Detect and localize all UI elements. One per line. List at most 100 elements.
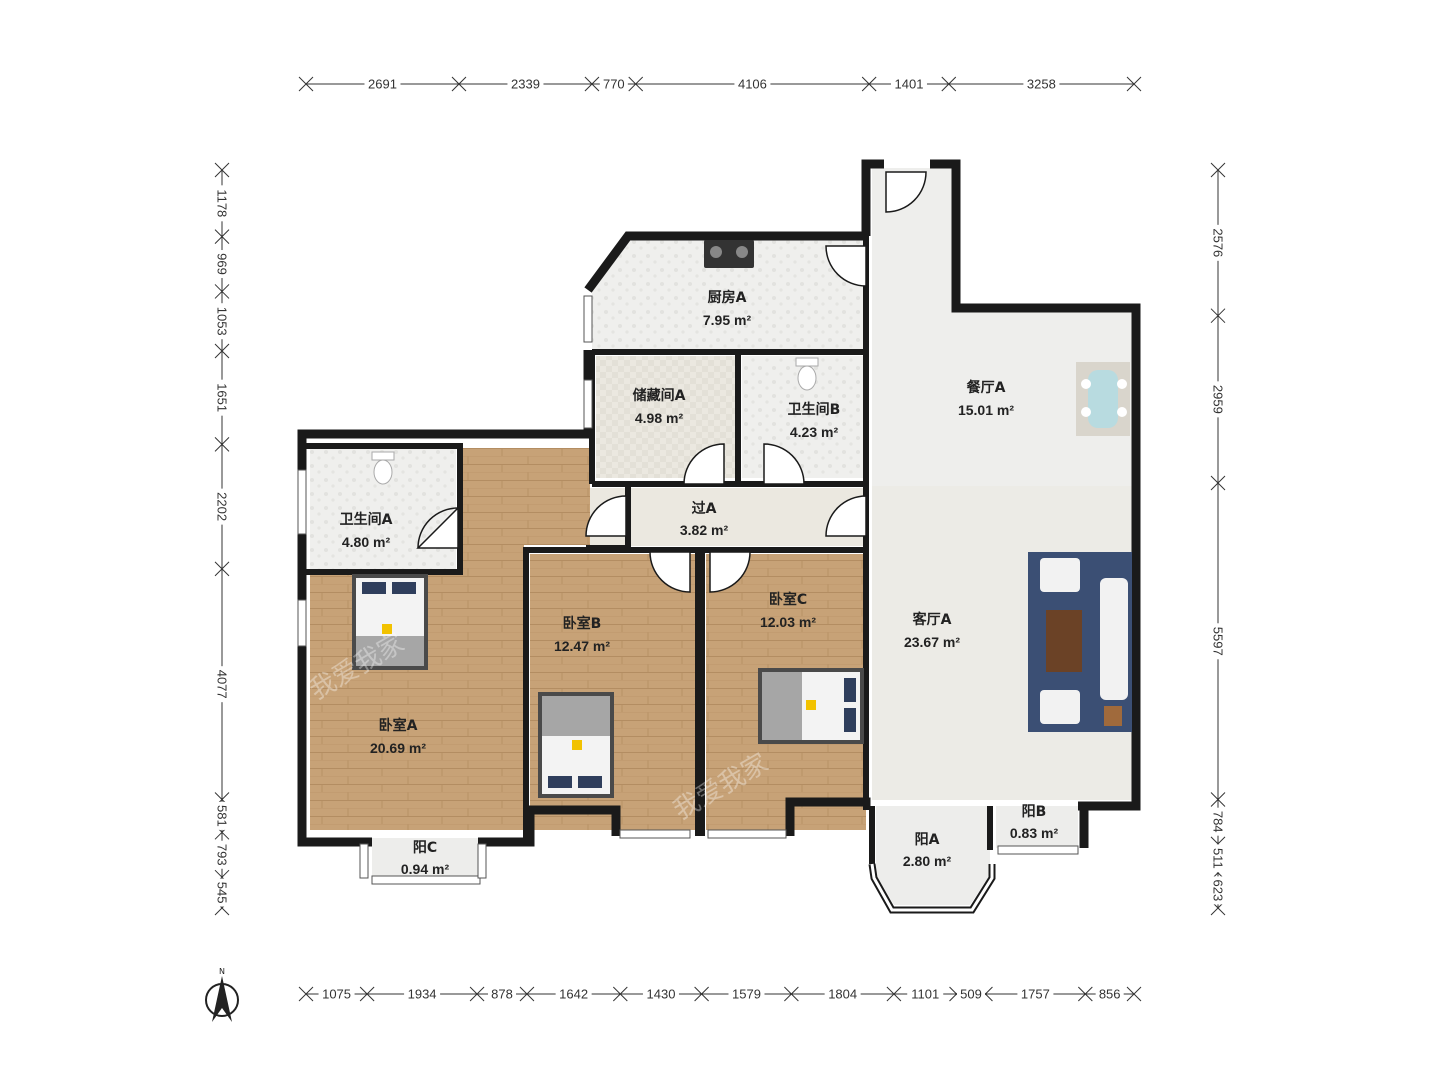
balcony-a-floor [876,806,990,905]
balcony-a-name: 阳A [915,832,940,848]
bath-b-name: 卫生间B [788,401,841,418]
dimension-label: 2691 [368,77,397,92]
door-bath-b [763,443,805,485]
door-entrance [885,171,927,213]
dimension-label: 509 [960,987,982,1002]
dimension-label: 5597 [1211,627,1226,656]
dimension-label: 1430 [647,987,676,1002]
living-area: 23.67 m² [904,634,960,650]
balcony-a-area: 2.80 m² [903,853,952,869]
furniture [352,240,1132,798]
dimension-label: 856 [1099,987,1121,1002]
dining-area: 15.01 m² [958,402,1014,418]
dimension-label: 1651 [215,383,230,412]
bed-a-area: 20.69 m² [370,740,426,756]
balcony-b-name: 阳B [1022,804,1047,820]
bath-a-name: 卫生间A [340,511,393,528]
dimension-label: 1757 [1021,987,1050,1002]
window-bed-c [707,829,787,839]
bed-c-area: 12.03 m² [760,614,816,630]
dimension-label: 1934 [408,987,437,1002]
dimension-label: 1401 [895,77,924,92]
dimension-label: 2339 [511,77,540,92]
window-balcony-b [997,845,1079,855]
kitchen-floor [592,240,866,350]
balcony-b-area: 0.83 m² [1010,825,1059,841]
bed-a-floor [310,448,590,830]
storage-name: 储藏间A [632,387,686,404]
dimension-label: 793 [215,844,230,866]
windows [297,295,1079,914]
dimension-label: 1101 [911,987,939,1002]
balcony-b-floor [996,806,1078,848]
dining-table-icon [1076,362,1130,436]
bath-b-area: 4.23 m² [790,424,839,440]
walls [297,159,1141,864]
window-balcony-c-right [477,843,487,879]
dimension-label: 545 [215,882,230,904]
doors [416,171,927,593]
dimension-label: 511 [1211,848,1226,869]
dining-floor [872,168,1132,486]
dimension-labels: 2691 2339 770 4106 1401 3258 1075 1934 878 1642 14… [214,76,1226,1002]
door-hall-right [825,495,867,537]
kitchen-name: 厨房A [708,289,747,306]
dimension-label: 4077 [215,670,230,699]
dimension-label: 770 [603,77,625,92]
door-bed-a [585,495,627,537]
toilet-icon [371,451,395,485]
bed-c-name: 卧室C [769,591,807,608]
door-kitchen [825,245,867,287]
door-storage [683,443,725,485]
room-labels: 厨房A 7.95 m² 储藏间A 4.98 m² 卫生间B 4.23 m² 餐厅… [340,289,1059,877]
dimension-label: 4106 [738,77,767,92]
dimension-label: 1053 [215,307,230,336]
dimension-label: 623 [1211,880,1226,902]
compass-icon: N [205,967,239,1022]
dimension-label: 1075 [322,987,351,1002]
window-kitchen [583,295,593,343]
balcony-c-name: 阳C [413,840,437,856]
balcony-c-area: 0.94 m² [401,861,450,877]
dimension-label: 969 [215,253,230,275]
bed-icon [352,574,428,670]
toilet-icon [795,357,819,391]
dimension-label: 1178 [215,189,230,217]
door-bath-a [416,506,459,549]
door-bed-c [709,551,751,593]
dimension-label: 878 [491,987,513,1002]
dimension-label: 2959 [1211,385,1226,414]
hall-name: 过A [692,500,717,517]
balcony-c-floor [372,838,478,878]
kitchen-area: 7.95 m² [703,312,752,328]
dimension-label: 2202 [215,492,230,521]
window-balcony-c [371,875,481,885]
window-balcony-c-left [359,843,369,879]
dimension-label: 581 [215,805,230,827]
floors [310,168,1132,905]
dimension-label: 3258 [1027,77,1056,92]
dimension-label: 784 [1211,811,1226,833]
bed-a-name: 卧室A [379,717,418,734]
dimension-label: 2576 [1211,228,1226,257]
bed-icon [758,668,864,744]
dimension-label: 1642 [559,987,588,1002]
stove-icon [704,240,754,268]
dimension-label: 1804 [828,987,857,1002]
bed-b-name: 卧室B [563,615,602,632]
window-bath-a [297,469,307,535]
hall-area: 3.82 m² [680,522,729,538]
storage-area: 4.98 m² [635,410,684,426]
dimension-label: 1579 [732,987,761,1002]
window-bed-b [619,829,691,839]
hall-floor [590,488,866,546]
sofa-set-icon [1028,552,1132,732]
bath-a-area: 4.80 m² [342,534,391,550]
window-storage [583,379,593,429]
bed-b-area: 12.47 m² [554,638,610,654]
compass-label: N [219,967,225,976]
living-name: 客厅A [912,611,952,628]
door-bed-b [649,551,691,593]
window-bed-a [297,599,307,647]
